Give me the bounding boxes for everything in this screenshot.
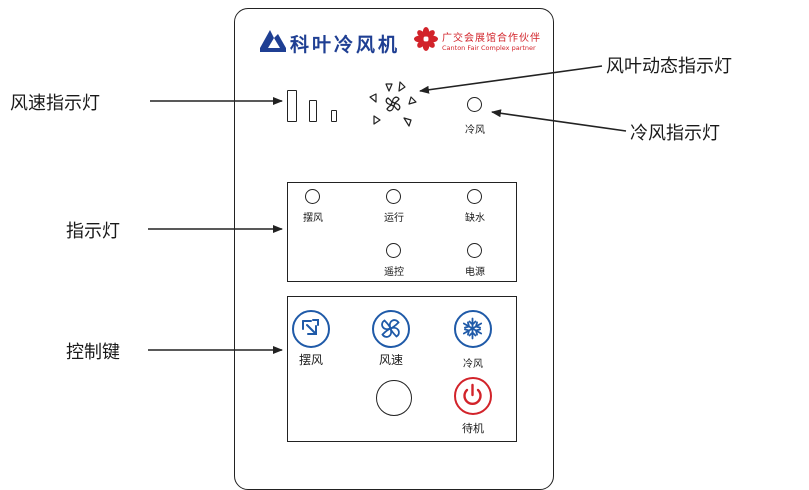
canton-fair-flower-icon	[414, 27, 438, 51]
standby-button-label: 待机	[462, 422, 484, 435]
leader-fan-dynamic	[419, 65, 603, 94]
blank-button[interactable]	[376, 380, 412, 416]
power-icon	[463, 383, 482, 405]
fan-blade-dynamic-indicator-icon	[369, 81, 417, 127]
swing-button[interactable]	[292, 310, 330, 348]
brand-name: 科叶冷风机	[290, 34, 401, 56]
callout-fan-dynamic: 风叶动态指示灯	[606, 56, 732, 77]
callout-indicator: 指示灯	[66, 221, 120, 242]
remote-indicator-led	[386, 243, 401, 258]
brand-logo-icon	[260, 30, 286, 52]
water-shortage-indicator-label: 缺水	[465, 213, 485, 224]
power-indicator-led	[467, 243, 482, 258]
swing-indicator-label: 摆风	[303, 213, 323, 224]
callout-wind-speed: 风速指示灯	[10, 93, 100, 114]
cool-button[interactable]	[454, 310, 492, 348]
control-keys-box	[287, 296, 517, 442]
fan-icon	[381, 319, 400, 338]
wind-speed-bar-low	[331, 110, 337, 122]
wind-speed-bar-high	[287, 90, 297, 122]
swing-button-label: 摆风	[298, 353, 324, 367]
standby-button[interactable]	[454, 377, 492, 415]
callout-control-keys: 控制键	[66, 342, 120, 363]
snowflake-icon	[462, 317, 483, 340]
swing-indicator-led	[305, 189, 320, 204]
leader-cool	[491, 109, 627, 132]
cool-button-label: 冷风	[463, 359, 483, 370]
remote-indicator-label: 遥控	[384, 267, 404, 278]
swing-icon	[302, 319, 319, 335]
callout-leader-lines	[148, 65, 627, 354]
callout-cool-indicator: 冷风指示灯	[630, 123, 720, 144]
cool-indicator-label: 冷风	[465, 125, 485, 136]
cool-indicator-led	[467, 97, 482, 112]
speed-button-label: 风速	[378, 353, 404, 367]
indicator-group-box	[287, 182, 517, 282]
run-indicator-label: 运行	[384, 213, 404, 224]
water-shortage-indicator-led	[467, 189, 482, 204]
power-indicator-label: 电源	[465, 267, 485, 278]
wind-speed-bar-medium	[309, 100, 317, 122]
partner-name-en: Canton Fair Complex partner	[442, 44, 536, 52]
partner-name-cn: 广交会展馆合作伙伴	[442, 33, 541, 44]
speed-button[interactable]	[372, 310, 410, 348]
run-indicator-led	[386, 189, 401, 204]
